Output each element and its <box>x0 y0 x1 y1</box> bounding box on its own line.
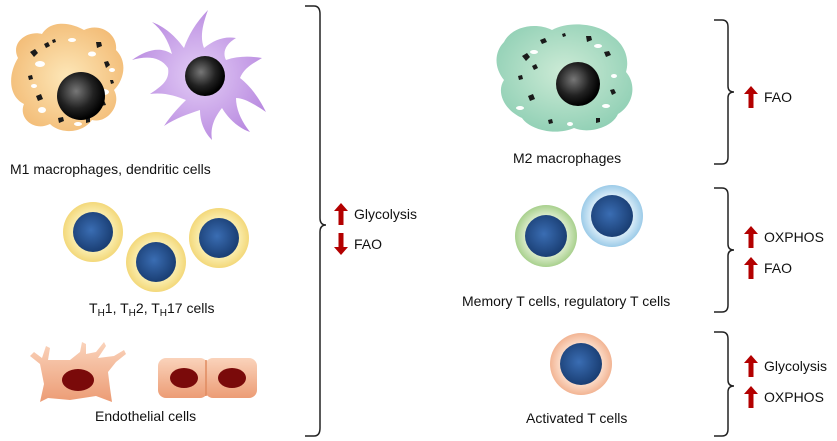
endothelial-cell-icon <box>158 358 257 398</box>
dendritic-cell-icon <box>132 10 266 140</box>
metabolism-label: FAO <box>764 89 793 105</box>
m2-label: M2 macrophages <box>513 150 622 166</box>
up-arrow-icon <box>334 203 348 225</box>
activated-t-cell-icon <box>550 333 612 395</box>
memory-t-cell-icon <box>515 205 577 267</box>
endothelial-label: Endothelial cells <box>95 408 197 424</box>
m1-dendritic-label: M1 macrophages, dendritic cells <box>10 161 211 177</box>
up-arrow-icon <box>744 386 758 408</box>
regulatory-t-cell-icon <box>581 185 643 247</box>
left-group-bracket <box>305 5 327 437</box>
metabolism-label: FAO <box>354 236 383 252</box>
activated-group-bracket <box>714 331 735 437</box>
activated-label: Activated T cells <box>526 410 628 426</box>
metabolism-label: Glycolysis <box>764 358 828 374</box>
memory-group-bracket <box>714 187 735 313</box>
endothelial-cell-sprouting-icon <box>30 342 126 402</box>
left-metabolism-row: Glycolysis <box>334 203 417 225</box>
activated-metabolism-row: OXPHOS <box>744 386 824 408</box>
th-cells-label: TH1, TH2, TH17 cells <box>89 300 215 319</box>
memory-regulatory-label: Memory T cells, regulatory T cells <box>462 293 671 309</box>
metabolism-label: Glycolysis <box>354 206 418 222</box>
metabolism-label: FAO <box>764 260 793 276</box>
metabolism-label: OXPHOS <box>764 229 824 245</box>
m2-macrophage-icon <box>496 24 633 132</box>
up-arrow-icon <box>744 226 758 248</box>
m2-group-bracket <box>714 19 735 165</box>
m1-macrophage-icon <box>11 23 124 132</box>
up-arrow-icon <box>744 86 758 108</box>
activated-metabolism-row: Glycolysis <box>744 355 827 377</box>
th-cell-icon <box>189 208 249 268</box>
memory-metabolism-row: OXPHOS <box>744 226 824 248</box>
memory-metabolism-row: FAO <box>744 257 792 279</box>
up-arrow-icon <box>744 355 758 377</box>
th-cell-icon <box>63 202 123 262</box>
down-arrow-icon <box>334 233 348 255</box>
left-metabolism-row: FAO <box>334 233 382 255</box>
th-cell-icon <box>126 232 186 292</box>
metabolism-label: OXPHOS <box>764 389 824 405</box>
m2-metabolism-row: FAO <box>744 86 792 108</box>
up-arrow-icon <box>744 257 758 279</box>
